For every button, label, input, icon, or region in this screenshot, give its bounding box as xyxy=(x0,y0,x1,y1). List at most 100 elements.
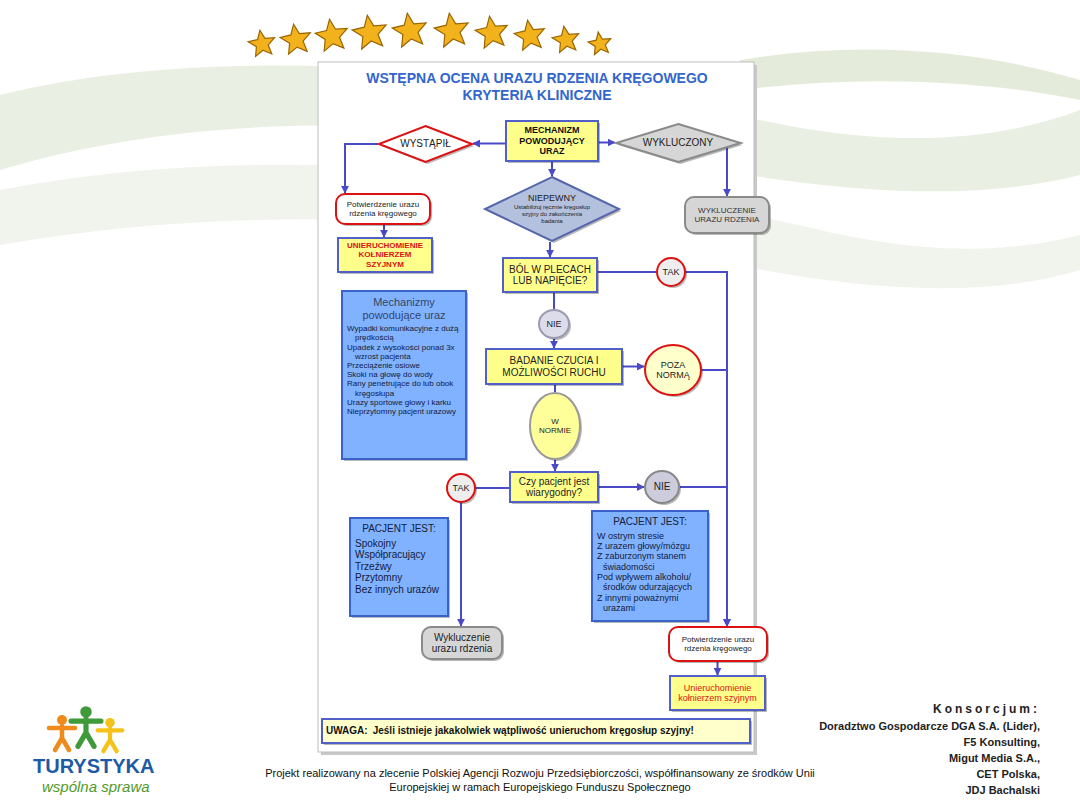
process-box: Czy pacjent jest wiarygodny? xyxy=(509,471,599,503)
logo-tagline: wspólna sprawa xyxy=(42,778,202,797)
node-subtext: Urazy sportowe głowy i karku xyxy=(347,398,461,407)
node-text: Wykluczenie urazu rdzenia xyxy=(426,632,498,655)
node-subtext: Bez innych urazów xyxy=(355,584,443,596)
terminal-box: Potwierdzenie urazu rdzenia kręgowego xyxy=(335,193,431,225)
node-text: PACJENT JEST: xyxy=(355,523,443,535)
logo-figure-head xyxy=(105,718,115,728)
box-outline xyxy=(510,472,598,502)
node-subtext: Jeśli istnieje jakakolwiek wątpliwość un… xyxy=(373,725,694,737)
node-subtext: Rany penetrujące do lub obok kręgosłupa xyxy=(347,379,461,397)
star xyxy=(588,32,611,55)
answer-circle: TAK xyxy=(656,257,686,287)
box-outline xyxy=(486,349,622,384)
connector xyxy=(727,143,741,196)
diamond-outline xyxy=(485,177,619,241)
consortium-heading: Konsorcjum: xyxy=(770,702,1040,717)
consortium-member: JDJ Bachalski xyxy=(700,784,1040,798)
node-content: NIEPEWNYUstabilizuj ręcznie kręgosłup sz… xyxy=(484,176,620,242)
box-outline xyxy=(322,719,750,743)
connector xyxy=(598,271,656,273)
node-text: BADANIE CZUCIA I MOŻLIWOŚCI RUCHU xyxy=(490,355,618,378)
node-content: WYKLUCZONY xyxy=(615,123,742,163)
logo-figure xyxy=(49,726,75,750)
node-content: TAK xyxy=(446,473,476,503)
box-outline xyxy=(336,194,430,224)
node-content: BÓL W PLECACH LUB NAPIĘCIE? xyxy=(502,257,598,293)
node-subtext: Pod wpływem alkoholu/ środków odurzający… xyxy=(597,572,703,593)
logo-figure-head xyxy=(57,715,67,725)
node-text: WYKLUCZENIE URAZU RDZENIA xyxy=(689,206,765,224)
node-subtext: Przytomny xyxy=(355,572,443,584)
process-box: BADANIE CZUCIA I MOŻLIWOŚCI RUCHU xyxy=(485,348,623,385)
node-subtext: Z innymi poważnymi urazami xyxy=(597,593,703,614)
node-content: MECHANIZM POWODUJĄCY URAZ xyxy=(505,120,599,162)
box-outline xyxy=(422,627,502,659)
node-text: TAK xyxy=(453,483,470,493)
process-box: PACJENT JEST:W ostrym stresieZ urazem gł… xyxy=(591,510,709,622)
node-text: Czy pacjent jest wiarygodny? xyxy=(514,476,594,499)
circle-outline xyxy=(657,258,685,286)
background-swoosh xyxy=(0,165,1080,289)
consortium-member: Migut Media S.A., xyxy=(700,752,1040,766)
diagram-title: WSTĘPNA OCENA URAZU RDZENIA KRĘGOWEGO KR… xyxy=(341,70,733,104)
node-content: NIE xyxy=(538,309,570,339)
box-outline xyxy=(685,197,769,233)
node-text: Potwierdzenie urazu rdzenia kręgowego xyxy=(673,635,763,653)
box-outline xyxy=(592,511,708,621)
node-text: NIEPEWNY xyxy=(528,193,576,203)
node-subtext: Trzeźwy xyxy=(355,561,443,573)
logo-text: TURYSTYKA xyxy=(33,754,193,779)
node-content: WYKLUCZENIE URAZU RDZENIA xyxy=(684,196,770,234)
box-outline xyxy=(670,676,765,710)
connector xyxy=(599,486,644,488)
node-subtext: Z urazem głowy/mózgu xyxy=(597,541,703,551)
node-subtext: Skoki na głowę do wody xyxy=(347,370,461,379)
consortium-member: F5 Konsulting, xyxy=(700,736,1040,750)
star xyxy=(552,26,578,52)
answer-circle: NIE xyxy=(644,470,680,504)
terminal-box: Potwierdzenie urazu rdzenia kręgowego xyxy=(668,626,768,662)
connector xyxy=(553,293,555,309)
funding-note: Projekt realizowany na zlecenie Polskiej… xyxy=(255,767,825,795)
box-outline xyxy=(338,238,432,272)
answer-circle: NIE xyxy=(538,309,570,339)
circle-outline xyxy=(645,471,679,503)
node-content: POZA NORMĄ xyxy=(644,344,702,396)
node-text: Potwierdzenie urazu rdzenia kręgowego xyxy=(340,200,426,218)
box-outline xyxy=(503,258,597,292)
connector xyxy=(549,242,551,257)
connector xyxy=(476,487,509,489)
connector xyxy=(717,662,719,675)
node-content: Potwierdzenie urazu rdzenia kręgowego xyxy=(335,193,431,225)
consortium-member: Doradztwo Gospodarcze DGA S.A. (Lider), xyxy=(700,720,1040,734)
diamond-outline xyxy=(616,124,741,162)
circle-outline xyxy=(645,345,701,395)
node-content: Unieruchomienie kołnierzem szyjnym xyxy=(669,675,766,711)
decision-diamond: WYSTĄPIŁ xyxy=(378,125,473,163)
node-content: W NORMIE xyxy=(529,392,581,460)
node-content: Czy pacjent jest wiarygodny? xyxy=(509,471,599,503)
circle-outline xyxy=(539,310,569,338)
node-content: TAK xyxy=(656,257,686,287)
node-content: UWAGA:Jeśli istnieje jakakolwiek wątpliw… xyxy=(321,718,751,744)
node-content: WYSTĄPIŁ xyxy=(378,125,473,163)
connector xyxy=(554,460,556,471)
node-text: NIE xyxy=(546,319,561,329)
star xyxy=(392,13,426,47)
star xyxy=(475,16,507,48)
box-outline xyxy=(350,518,448,616)
star xyxy=(514,20,544,50)
star xyxy=(315,19,347,51)
node-text: Unieruchomienie kołnierzem szyjnym xyxy=(674,683,761,704)
logo-figure-head xyxy=(80,706,92,718)
connector xyxy=(345,144,378,193)
node-subtext: Współpracujący xyxy=(355,549,443,561)
connector xyxy=(473,143,505,145)
process-box: Unieruchomienie kołnierzem szyjnym xyxy=(669,675,766,711)
connector xyxy=(599,142,615,144)
process-box: UWAGA:Jeśli istnieje jakakolwiek wątpliw… xyxy=(321,718,751,744)
logo-figure xyxy=(71,719,101,747)
decision-diamond: WYKLUCZONY xyxy=(615,123,742,163)
